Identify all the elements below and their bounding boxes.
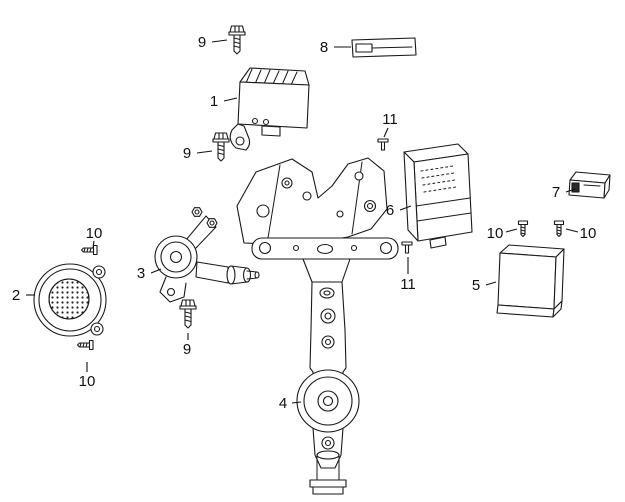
svg-text:1: 1	[210, 93, 218, 110]
svg-text:9: 9	[198, 34, 206, 51]
part-4-frame-column	[251, 237, 399, 495]
svg-text:10: 10	[487, 225, 504, 242]
svg-text:10: 10	[580, 225, 597, 242]
callout-10-right-2: 10	[565, 225, 597, 242]
callout-11-upper: 11	[382, 111, 398, 138]
part-7-connector	[568, 171, 611, 199]
part-6-grille	[420, 165, 457, 193]
svg-text:7: 7	[552, 184, 560, 201]
callout-1: 1	[210, 93, 238, 110]
part-8-fuse	[351, 37, 417, 58]
svg-text:10: 10	[79, 373, 96, 390]
callout-11-lower: 11	[400, 257, 416, 293]
callout-9-top: 9	[198, 34, 228, 51]
part-6-relay-unit	[403, 143, 473, 249]
part-3-ignition-coil	[154, 207, 260, 303]
svg-text:6: 6	[386, 202, 394, 219]
mounting-bracket-plate	[236, 157, 388, 246]
svg-text:9: 9	[183, 341, 191, 358]
part-5-cdi-box	[496, 244, 565, 318]
callout-10-left-upper: 10	[86, 225, 103, 249]
svg-text:9: 9	[183, 145, 191, 162]
callout-9-middle: 9	[183, 145, 213, 162]
svg-text:4: 4	[279, 395, 287, 412]
svg-text:10: 10	[86, 225, 103, 242]
callout-3: 3	[137, 265, 162, 282]
svg-text:5: 5	[472, 277, 480, 294]
callout-5: 5	[472, 277, 497, 294]
part-2-horn	[33, 263, 107, 337]
callout-2: 2	[12, 287, 35, 304]
callout-4: 4	[279, 395, 302, 412]
callout-10-right-1: 10	[487, 225, 518, 242]
callout-8: 8	[320, 39, 351, 56]
callout-7: 7	[552, 184, 576, 201]
callout-10-bottom-left: 10	[79, 362, 96, 390]
svg-text:8: 8	[320, 39, 328, 56]
svg-text:3: 3	[137, 265, 145, 282]
svg-text:2: 2	[12, 287, 20, 304]
part-1-control-unit	[229, 67, 310, 151]
svg-text:11: 11	[382, 111, 398, 128]
callout-9-bottom: 9	[183, 333, 191, 358]
callout-6: 6	[386, 202, 412, 219]
svg-text:11: 11	[400, 276, 416, 293]
